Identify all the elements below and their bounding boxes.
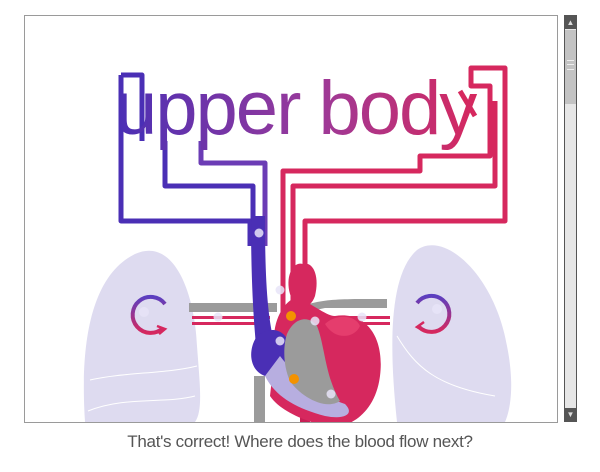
vertical-scrollbar[interactable]: ▲ ▼: [564, 15, 577, 422]
heart: [251, 263, 381, 422]
illustration-frame: upper body: [24, 15, 558, 423]
scroll-up-icon[interactable]: ▲: [565, 16, 576, 29]
circulation-diagram: upper body: [83, 65, 512, 422]
left-lung: [83, 250, 201, 422]
orange-marker: [286, 311, 296, 321]
left-lung-cycle-icon: [130, 294, 168, 335]
orange-marker: [289, 374, 299, 384]
scrollbar-thumb[interactable]: [565, 30, 576, 104]
illustration-title: upper body: [115, 66, 477, 151]
right-lung: [392, 245, 512, 422]
grip-icon: [567, 60, 574, 70]
right-lung-cycle-icon: [414, 293, 452, 334]
artery-pipes: [280, 65, 508, 316]
scroll-down-icon[interactable]: ▼: [565, 408, 576, 421]
feedback-caption: That's correct! Where does the blood flo…: [127, 432, 473, 451]
